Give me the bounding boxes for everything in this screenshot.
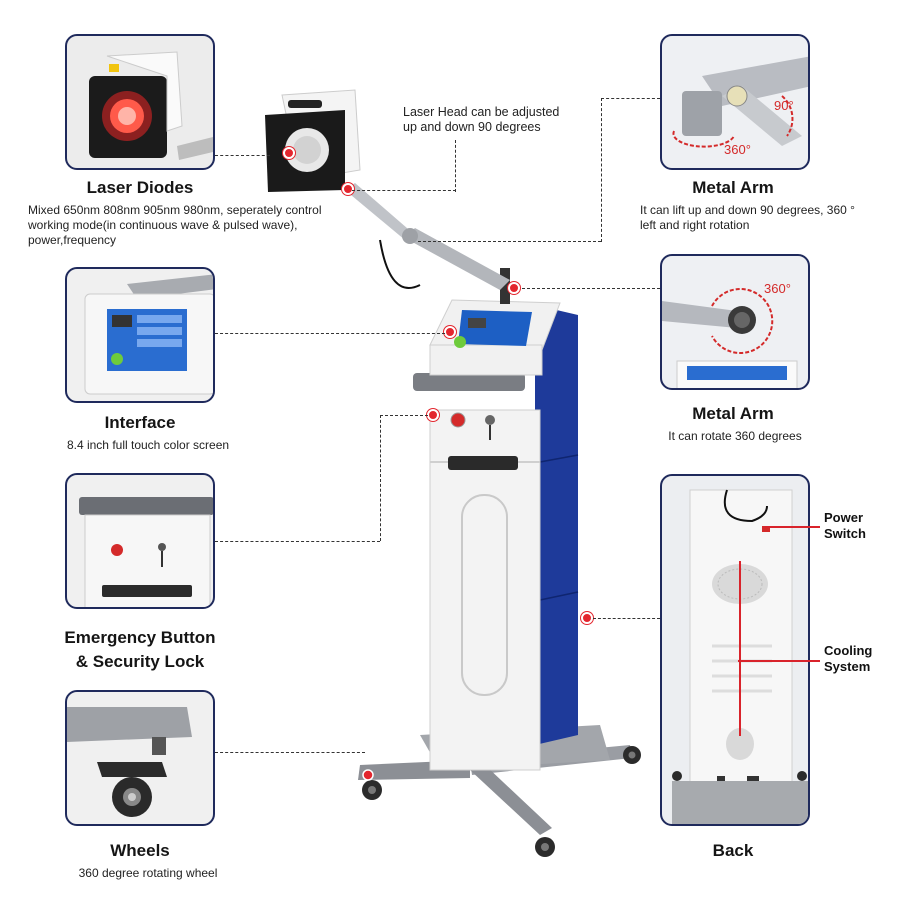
- wheels-image: [67, 707, 192, 817]
- laser-diodes-leader: [215, 155, 270, 156]
- metal-arm-top-leader-h2: [418, 241, 601, 242]
- wheels-leader: [215, 752, 365, 753]
- metal-arm-mid-leader: [522, 288, 660, 289]
- metal-arm-top-description: It can lift up and down 90 degrees, 360 …: [640, 203, 855, 232]
- cabinet-side-marker: [581, 612, 593, 624]
- emergency-panel: [65, 473, 215, 609]
- emergency-leader-h: [215, 541, 380, 542]
- interface-leader: [215, 333, 445, 334]
- arm-joint-marker: [342, 183, 354, 195]
- laser-head-description: Laser Head can be adjusted up and down 9…: [403, 105, 560, 134]
- metal-arm-mid-title: Metal Arm: [692, 404, 774, 423]
- back-leader: [593, 618, 660, 619]
- laser-diodes-image: [89, 51, 213, 160]
- back-image: [672, 489, 808, 824]
- metal-arm-top-90-label: 90°: [774, 98, 794, 113]
- interface-image: [84, 274, 213, 395]
- power-switch-label: Power Switch: [824, 510, 866, 541]
- emergency-marker: [427, 409, 439, 421]
- wheels-description: 360 degree rotating wheel: [78, 866, 218, 880]
- metal-arm-mid-description: It can rotate 360 degrees: [668, 429, 802, 443]
- laser-head-leader-v: [455, 140, 456, 192]
- laser-head-marker: [283, 147, 295, 159]
- laser-diodes-description: Mixed 650nm 808nm 905nm 980nm, seperatel…: [28, 203, 322, 247]
- laser-diodes-title: Laser Diodes: [86, 178, 194, 197]
- interface-title: Interface: [104, 413, 176, 432]
- metal-arm-top-leader-h: [601, 98, 660, 99]
- interface-panel: [65, 267, 215, 403]
- interface-description: 8.4 inch full touch color screen: [66, 438, 230, 452]
- emergency-title-line2: & Security Lock: [75, 652, 205, 671]
- metal-arm-mid-panel: 360°: [660, 254, 810, 390]
- emergency-title-line1: Emergency Button: [64, 628, 216, 647]
- wheels-title: Wheels: [110, 841, 170, 860]
- arm-rotation-marker: [508, 282, 520, 294]
- laser-diodes-panel: [65, 34, 215, 170]
- metal-arm-top-panel: 90° 360°: [660, 34, 810, 170]
- emergency-leader-v: [380, 415, 381, 541]
- metal-arm-top-360-label: 360°: [724, 142, 751, 157]
- back-title: Back: [712, 841, 754, 860]
- wheels-panel: [65, 690, 215, 826]
- metal-arm-mid-image: [662, 288, 798, 388]
- metal-arm-top-title: Metal Arm: [692, 178, 774, 197]
- power-switch-line: [765, 526, 820, 528]
- metal-arm-top-leader-v: [601, 98, 602, 242]
- metal-arm-mid-360-label: 360°: [764, 281, 791, 296]
- cooling-system-label: Cooling System: [824, 643, 873, 674]
- back-panel: [660, 474, 810, 826]
- screen-marker: [444, 326, 456, 338]
- laser-head-leader-h: [352, 190, 456, 191]
- emergency-leader-h2: [380, 415, 428, 416]
- cooling-system-line: [738, 660, 820, 662]
- metal-arm-top-image: [672, 56, 808, 148]
- emergency-image: [79, 497, 213, 607]
